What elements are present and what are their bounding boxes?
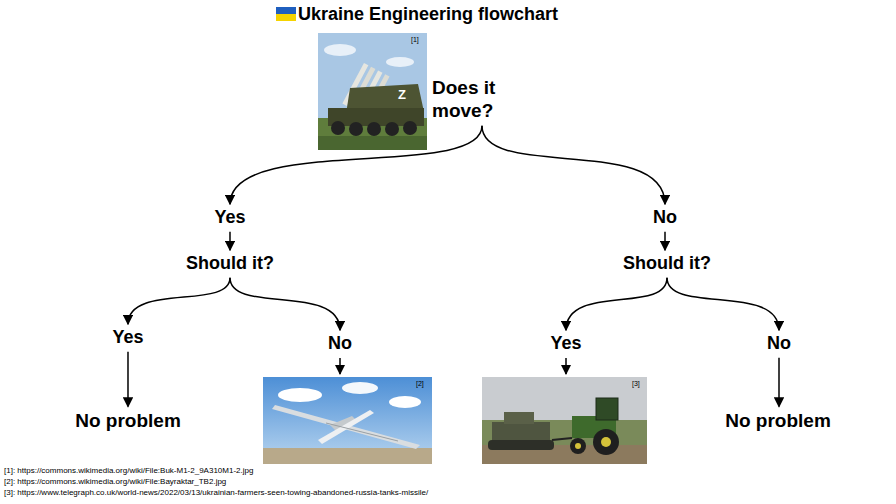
- flow-text: Yes: [214, 207, 245, 229]
- flow-step: No: [767, 333, 791, 355]
- connector: [229, 232, 231, 250]
- flow-text: Should it?: [186, 253, 274, 275]
- flow-text: No: [328, 333, 352, 355]
- flow-text: Does it move?: [432, 77, 532, 123]
- connector: [664, 232, 666, 250]
- flow-step: No: [328, 333, 352, 355]
- footnote: [1]: https://commons.wikimedia.org/wiki/…: [4, 467, 253, 476]
- connector: [778, 358, 780, 407]
- connector: [667, 278, 779, 330]
- connector: [128, 278, 230, 324]
- picture-arrow: [565, 358, 567, 374]
- buk-launcher-photo: [318, 33, 427, 150]
- flow-text: Should it?: [623, 253, 711, 275]
- flow-step: Should it?: [623, 253, 711, 275]
- flow-step: No problem: [725, 410, 831, 433]
- flow-step: Does it move?: [432, 77, 532, 123]
- connector: [230, 278, 340, 330]
- flow-text: No: [653, 207, 677, 229]
- title: Ukraine Engineering flowchart: [298, 4, 558, 25]
- callout-number: [1]: [411, 36, 419, 44]
- connector: [482, 126, 665, 204]
- flow-step: Yes: [112, 327, 143, 349]
- callout-number: [3]: [632, 380, 640, 388]
- picture-arrow: [339, 358, 341, 374]
- footnote: [2]: https://commons.wikimedia.org/wiki/…: [4, 478, 226, 487]
- flow-text: Yes: [550, 333, 581, 355]
- drone-photo: [263, 377, 432, 464]
- flow-text: No: [767, 333, 791, 355]
- flow-text: No problem: [725, 410, 831, 433]
- vehicle-marking: Z: [398, 88, 406, 102]
- tractor-towing-tank-photo: [482, 377, 647, 464]
- flow-step: No: [653, 207, 677, 229]
- flow-step: Yes: [214, 207, 245, 229]
- connector: [127, 352, 129, 407]
- flow-step: Should it?: [186, 253, 274, 275]
- footnote: [3]: https://www.telegraph.co.uk/world-n…: [4, 489, 428, 498]
- flow-step: Yes: [550, 333, 581, 355]
- connector: [566, 278, 667, 330]
- connector: [230, 126, 482, 204]
- callout-number: [2]: [416, 380, 424, 388]
- flow-text: No problem: [75, 410, 181, 433]
- flow-step: No problem: [75, 410, 181, 433]
- flow-text: Yes: [112, 327, 143, 349]
- ukraine-flag: [276, 7, 296, 21]
